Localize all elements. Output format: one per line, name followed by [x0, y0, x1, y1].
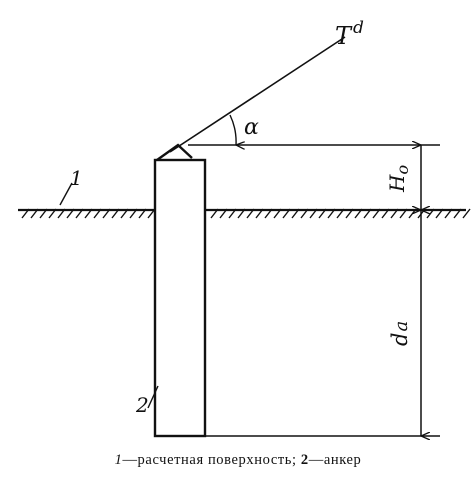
hatch-mark: [210, 208, 219, 219]
hatch-mark: [57, 208, 66, 219]
hatch-mark: [138, 208, 147, 219]
hatch-mark: [93, 208, 102, 219]
hatch-mark: [318, 208, 327, 219]
angle-arc: [229, 114, 236, 145]
design-surface: [18, 208, 471, 219]
caption-text-1: —расчетная поверхность;: [122, 452, 297, 468]
hatch-mark: [462, 208, 471, 219]
hatch-mark: [39, 208, 48, 219]
hatch-mark: [111, 208, 120, 219]
hatch-mark: [345, 208, 354, 219]
hatch-mark: [327, 208, 336, 219]
hatch-mark: [129, 208, 138, 219]
height-label: Ho: [385, 165, 412, 193]
caption-number-2: 2: [300, 452, 309, 468]
hatch-mark: [354, 208, 363, 219]
hatch-mark: [273, 208, 282, 219]
hatch-mark: [21, 208, 30, 219]
hatch-mark: [282, 208, 291, 219]
caption-text-2: —анкер: [308, 452, 362, 468]
hatch-mark: [237, 208, 246, 219]
anchor-marker: 2: [135, 393, 149, 417]
hatch-mark: [453, 208, 462, 219]
hatch-mark: [84, 208, 93, 219]
hatch-mark: [291, 208, 300, 219]
hatch-mark: [300, 208, 309, 219]
angle-label: α: [244, 115, 259, 140]
hatch-mark: [30, 208, 39, 219]
hatch-mark: [336, 208, 345, 219]
hatch-mark: [228, 208, 237, 219]
hatch-mark: [66, 208, 75, 219]
tension-force-line: [169, 36, 346, 153]
hatch-mark: [372, 208, 381, 219]
hatch-mark: [399, 208, 408, 219]
figure-caption: 1—расчетная поверхность; 2—анкер: [0, 452, 476, 469]
hatch-mark: [363, 208, 372, 219]
hatch-mark: [264, 208, 273, 219]
surface-marker: 1: [70, 166, 83, 190]
hatch-mark: [381, 208, 390, 219]
hatch-mark: [255, 208, 264, 219]
hatch-mark: [444, 208, 453, 219]
hatch-mark: [120, 208, 129, 219]
hatch-mark: [102, 208, 111, 219]
anchor-leader: [147, 385, 159, 409]
depth-label: da: [388, 321, 412, 346]
hatch-mark: [435, 208, 444, 219]
hatch-mark: [390, 208, 399, 219]
hatch-mark: [219, 208, 228, 219]
caption-number-1: 1: [114, 452, 123, 468]
surface-leader: [59, 182, 73, 206]
hatch-mark: [75, 208, 84, 219]
hatch-mark: [309, 208, 318, 219]
hatch-mark: [246, 208, 255, 219]
anchor-pile: [153, 143, 207, 438]
hatch-mark: [48, 208, 57, 219]
